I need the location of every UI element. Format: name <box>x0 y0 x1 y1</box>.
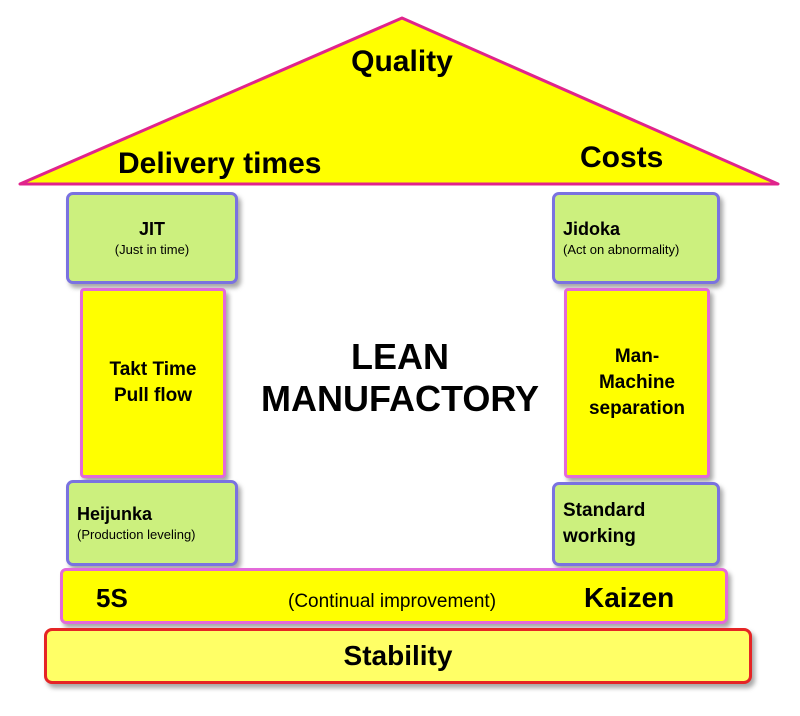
stability-foundation: Stability <box>44 628 752 684</box>
roof-quality-label: Quality <box>351 45 453 78</box>
heijunka-title: Heijunka <box>77 504 153 524</box>
base-continual-improvement-label: (Continual improvement) <box>288 591 497 612</box>
jit-title: JIT <box>138 219 165 239</box>
man-machine-line1: Man- <box>614 346 660 367</box>
kaizen-band <box>60 568 728 624</box>
roof-delivery-label: Delivery times <box>118 147 322 180</box>
stability-label: Stability <box>343 640 453 671</box>
roof-triangle <box>18 16 780 186</box>
standard-working-line1: Standard <box>563 500 646 521</box>
standard-working-line2: working <box>563 526 636 547</box>
jit-box: JIT (Just in time) <box>66 192 238 284</box>
lean-title-line1: LEAN <box>351 336 449 377</box>
standard-working-box: Standard working <box>552 482 720 566</box>
base-5s-label: 5S <box>96 583 128 613</box>
jidoka-box: Jidoka (Act on abnormality) <box>552 192 720 284</box>
takt-time-line1: Takt Time <box>109 359 197 380</box>
heijunka-subtitle: (Production leveling) <box>77 527 196 542</box>
man-machine-line2: Machine <box>598 372 676 393</box>
roof <box>18 16 780 186</box>
lean-title-line2: MANUFACTORY <box>261 378 539 419</box>
roof-costs-label: Costs <box>580 141 664 174</box>
base-kaizen-label: Kaizen <box>584 582 675 613</box>
heijunka-box: Heijunka (Production leveling) <box>66 480 238 566</box>
jidoka-subtitle: (Act on abnormality) <box>563 242 680 257</box>
takt-time-line2: Pull flow <box>113 385 193 406</box>
jidoka-title: Jidoka <box>563 219 621 239</box>
takt-time-box: Takt Time Pull flow <box>80 288 226 478</box>
man-machine-box: Man- Machine separation <box>564 288 710 478</box>
man-machine-line3: separation <box>588 398 686 419</box>
jit-subtitle: (Just in time) <box>114 242 190 257</box>
